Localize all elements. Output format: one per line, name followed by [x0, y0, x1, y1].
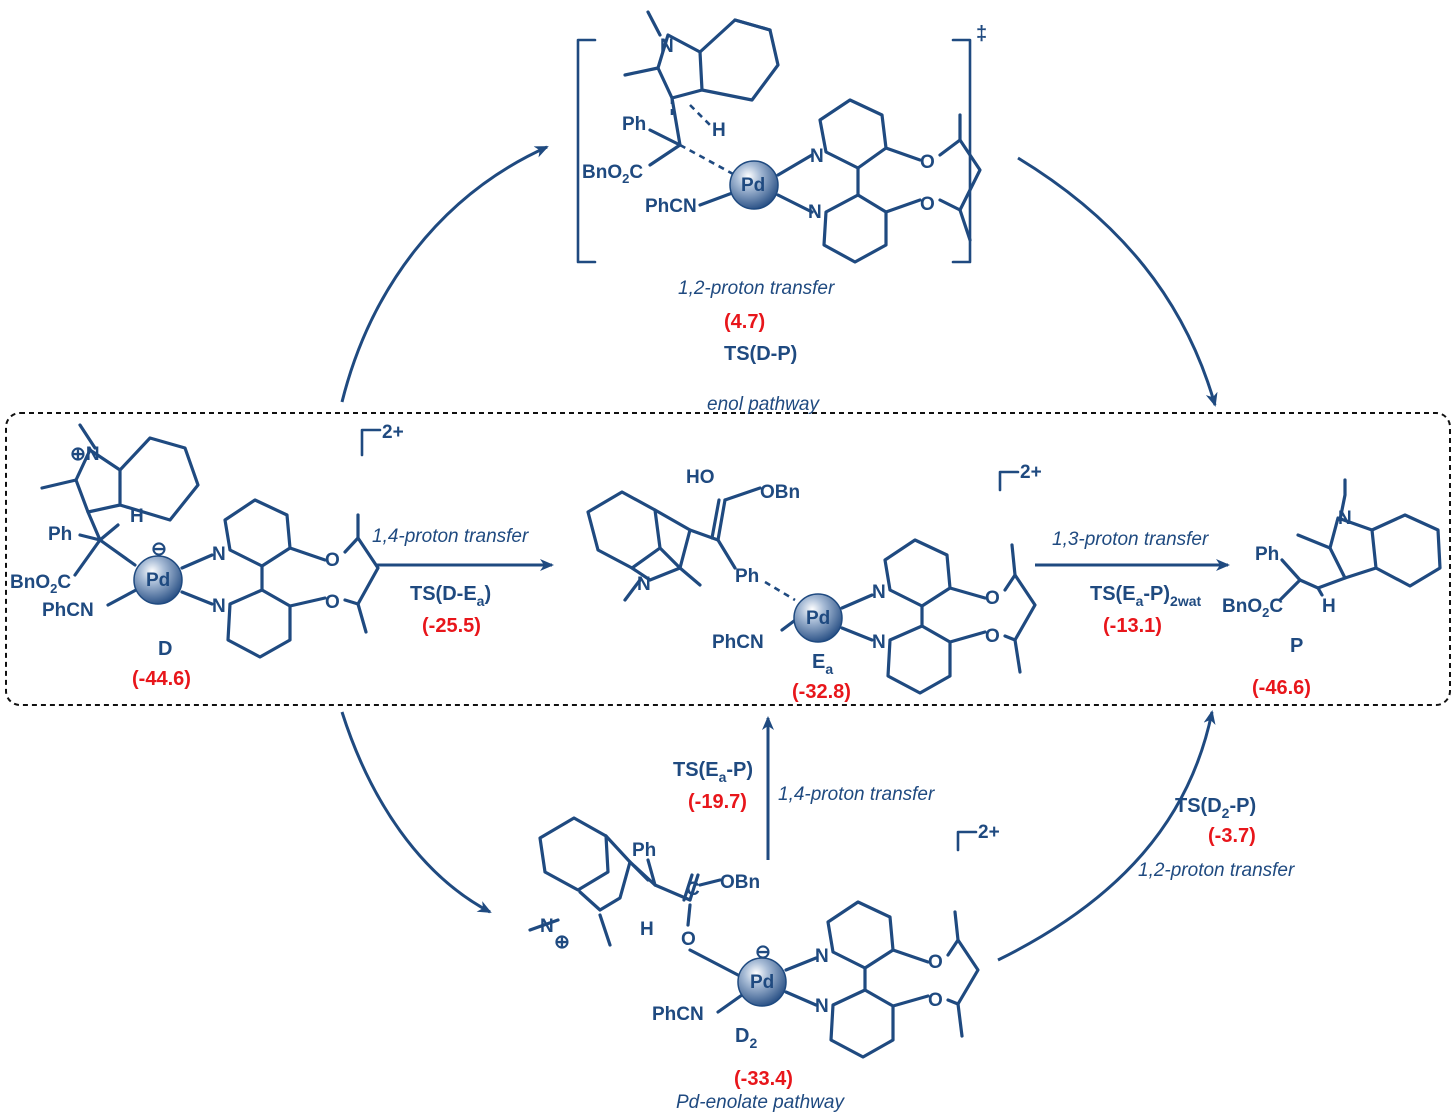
ts-dp-structure: ‡ N H Ph BnO2C PhCN Pd N N O O [576, 10, 987, 264]
pd-enolate-pathway-label: Pd-enolate pathway [676, 1092, 845, 1113]
p-ph: Ph [1255, 544, 1279, 565]
cycle-arrows [340, 145, 1230, 962]
species-p-structure: N Ph BnO2C H [1222, 478, 1442, 620]
enol-pathway-box [5, 412, 1451, 706]
d-charge-bracket [360, 428, 382, 457]
ea-ho: HO [686, 467, 715, 488]
species-d-energy: (-44.6) [132, 668, 191, 690]
ea-ph: Ph [735, 566, 759, 587]
d2-c: C [686, 879, 700, 900]
arrow-d-to-d2 [340, 711, 492, 914]
ts-ph: Ph [622, 114, 646, 135]
d-n1: N [212, 544, 226, 565]
d-o1: O [325, 550, 340, 571]
d-charge-plus: ⊕N [70, 444, 100, 465]
species-d-structure: ⊕N H Ph BnO2C PhCN Pd ⊖ N N O O 2+ [10, 422, 404, 659]
step-d2-p-process: 1,2-proton transfer [1138, 860, 1295, 881]
ea-phcn: PhCN [712, 632, 764, 653]
d2-charge-bracket [956, 830, 978, 852]
d-phcn: PhCN [42, 600, 94, 621]
step-d-ea-ts: TS(D-Ea) [410, 583, 491, 609]
d2-phcn: PhCN [652, 1004, 704, 1025]
arrow-d-to-tsdp [340, 145, 549, 403]
ea-o2: O [985, 626, 1000, 647]
ts-n1: N [810, 146, 824, 167]
d2-o1: O [928, 952, 943, 973]
d-charge: 2+ [382, 422, 404, 443]
d2-obn: OBn [720, 872, 760, 893]
d2-o: O [681, 929, 696, 950]
ts-dp-process: 1,2-proton transfer [678, 278, 835, 299]
d-o2: O [325, 592, 340, 613]
p-h: H [1322, 596, 1336, 617]
ts-h: H [712, 120, 726, 141]
d2-pd-minus: ⊖ [755, 942, 771, 963]
d2-pd: Pd [750, 972, 774, 993]
arrow-d2-to-p [997, 710, 1216, 962]
species-ea-label: Ea [812, 651, 833, 677]
d-h: H [130, 506, 144, 527]
ts-o1: O [920, 152, 935, 173]
step-d-ea-energy: (-25.5) [422, 615, 481, 637]
step-ea-p-process: 1,3-proton transfer [1052, 529, 1209, 550]
ts-phcn: PhCN [645, 196, 697, 217]
d-pd-minus: ⊖ [151, 539, 167, 560]
step-d-ea-process: 1,4-proton transfer [372, 526, 529, 547]
species-d2-structure: N ⊕ H Ph C OBn O PhCN Pd ⊖ N N O O [528, 816, 1000, 1059]
ea-o1: O [985, 588, 1000, 609]
dagger-symbol: ‡ [976, 23, 987, 45]
p-indole-n: N [1338, 508, 1352, 529]
d-pd: Pd [146, 570, 170, 591]
step-d2-ea-process: 1,4-proton transfer [778, 784, 935, 805]
d-bno2c: BnO2C [10, 572, 71, 596]
step-d2-ea-energy: (-19.7) [688, 791, 747, 813]
species-ea-structure: N HO OBn Ph PhCN Pd N N O O 2+ [586, 462, 1042, 695]
step-d2-p-energy: (-3.7) [1208, 825, 1256, 847]
d2-h: H [640, 919, 654, 940]
step-d2-p-ts: TS(D2-P) [1175, 795, 1256, 821]
enol-pathway-label: enol pathway [707, 394, 820, 415]
step-ea-p-ts: TS(Ea-P)2wat [1090, 583, 1201, 609]
ea-charge: 2+ [1020, 462, 1042, 483]
ea-charge-bracket [998, 470, 1020, 492]
ts-pd: Pd [741, 175, 765, 196]
ts-o2: O [920, 194, 935, 215]
d2-n2: N [815, 996, 829, 1017]
ea-pd: Pd [806, 608, 830, 629]
ts-indole-n: N [660, 36, 674, 57]
ts-dp-label: TS(D-P) [724, 343, 797, 365]
species-ea-energy: (-32.8) [792, 681, 851, 703]
species-p-energy: (-46.6) [1252, 677, 1311, 699]
ts-n2: N [808, 202, 822, 223]
right-bracket [951, 38, 972, 264]
d2-o2: O [928, 990, 943, 1011]
ea-obn: OBn [760, 482, 800, 503]
ts-bno2c: BnO2C [582, 162, 643, 186]
species-d2-energy: (-33.4) [734, 1068, 793, 1090]
ts-dp-energy: (4.7) [724, 311, 765, 333]
d2-n1: N [815, 946, 829, 967]
ea-n2: N [872, 632, 886, 653]
d2-charge: 2+ [978, 822, 1000, 843]
step-d2-ea-ts: TS(Ea-P) [673, 759, 753, 785]
d2-ph: Ph [632, 840, 656, 861]
arrow-tsdp-to-p [1017, 156, 1218, 407]
ea-indole-n: N [637, 574, 651, 595]
species-p-label: P [1290, 635, 1303, 657]
d2-plus-mark: ⊕ [554, 932, 570, 953]
p-bno2c: BnO2C [1222, 596, 1283, 620]
d-n2: N [212, 596, 226, 617]
ea-n1: N [872, 582, 886, 603]
d-ph: Ph [48, 524, 72, 545]
species-d2-label: D2 [735, 1025, 757, 1051]
left-bracket [576, 38, 597, 264]
species-d-label: D [158, 638, 172, 660]
step-ea-p-energy: (-13.1) [1103, 615, 1162, 637]
